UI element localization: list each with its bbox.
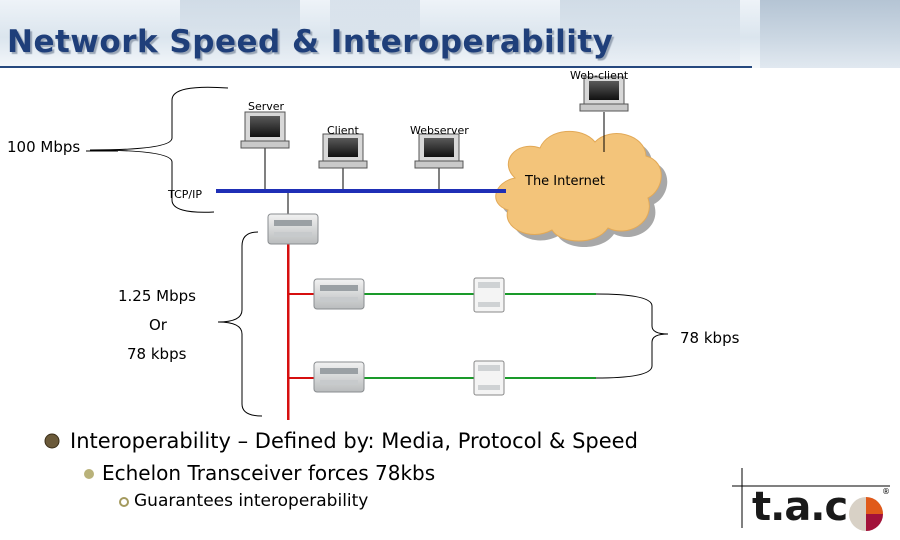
controller-1-icon xyxy=(313,278,365,310)
tcpip-label: TCP/IP xyxy=(168,188,202,201)
field-speed-label-1: 1.25 Mbps xyxy=(118,287,196,305)
header-band xyxy=(0,0,900,68)
internet-cloud xyxy=(495,130,668,247)
web-client-computer-icon xyxy=(579,76,629,112)
field-speed-brace xyxy=(217,231,263,417)
field-speed-label-or: Or xyxy=(149,316,167,334)
backbone-speed-brace xyxy=(89,86,229,213)
page-title: Network Speed & Interoperability xyxy=(7,24,614,60)
bullet-level2-icon xyxy=(84,469,94,479)
logo-registered-mark: ® xyxy=(882,487,890,496)
bullet-level3-text: Guarantees interoperability xyxy=(134,491,369,511)
bullet-level1-icon xyxy=(44,433,60,449)
client-computer-icon xyxy=(318,133,368,169)
green-speed-brace xyxy=(595,293,669,379)
io-module-2-icon xyxy=(473,360,505,396)
field-speed-label-2: 78 kbps xyxy=(127,345,187,363)
io-module-1-icon xyxy=(473,277,505,313)
tac-logo: t.a.c xyxy=(752,484,848,530)
bullet-level3-icon xyxy=(119,497,129,507)
tcpip-backbone xyxy=(216,189,506,193)
main-controller-icon xyxy=(267,213,319,245)
backbone-speed-label: 100 Mbps xyxy=(7,138,81,156)
server-label: Server xyxy=(248,100,285,113)
webserver-computer-icon xyxy=(414,133,464,169)
controller-2-icon xyxy=(313,361,365,393)
title-underline xyxy=(0,66,752,68)
client-label: Client xyxy=(327,124,359,137)
internet-label: The Internet xyxy=(525,174,605,189)
web-client-label: Web-client xyxy=(570,69,629,82)
bullet-level2-text: Echelon Transceiver forces 78kbs xyxy=(102,461,436,485)
server-computer-icon xyxy=(240,111,290,149)
bullet-level1-text: Interoperability – Defined by: Media, Pr… xyxy=(70,429,638,453)
webserver-label: Webserver xyxy=(410,124,469,137)
red-field-bus xyxy=(287,244,290,420)
green-speed-label: 78 kbps xyxy=(680,329,740,347)
